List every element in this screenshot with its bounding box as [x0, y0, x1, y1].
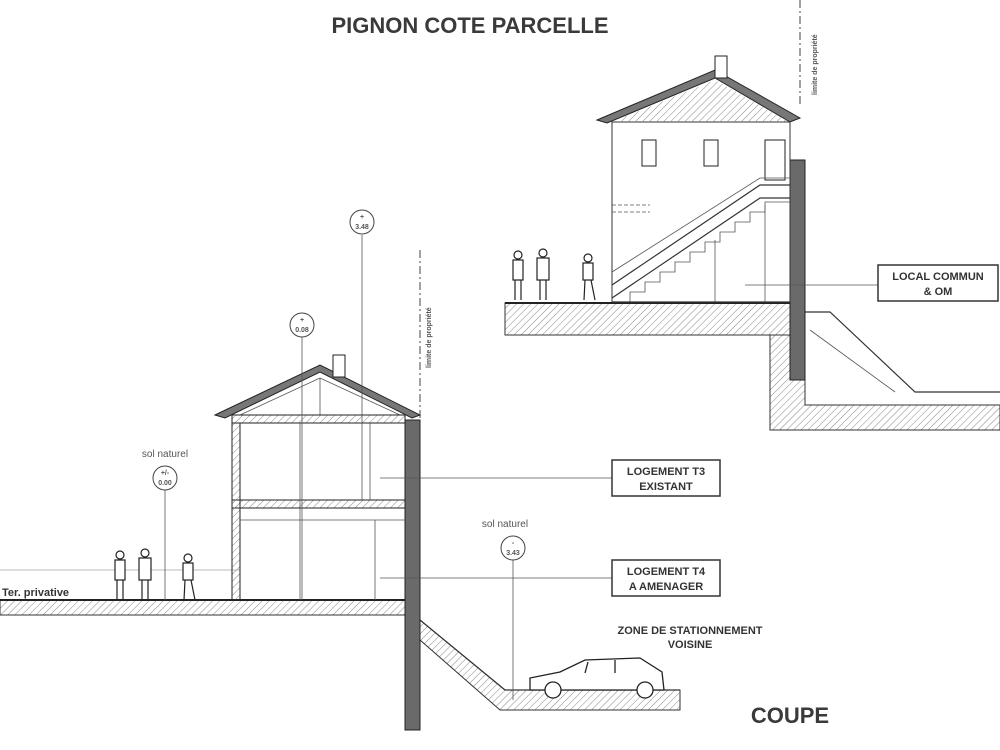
- level-marker-minus-3.43: sol naturel - 3.43: [482, 519, 528, 700]
- level-marker-0.08: + 0.08: [289, 312, 315, 600]
- people-upper: [512, 248, 596, 301]
- retaining-wall-lower: [404, 419, 421, 731]
- upper-ground: [504, 302, 1000, 431]
- retaining-wall-upper: [789, 159, 806, 381]
- svg-text:sol naturel: sol naturel: [142, 449, 188, 460]
- property-limit-label-upper: limite de propriété: [812, 34, 819, 95]
- svg-text:3.43: 3.43: [506, 550, 520, 557]
- car-icon: [529, 657, 665, 699]
- svg-text:-: -: [512, 540, 515, 547]
- label-logement-t4: LOGEMENT T4 A AMENAGER: [380, 559, 721, 597]
- property-limit-label-lower: limite de propriété: [426, 307, 433, 368]
- svg-text:+: +: [360, 214, 364, 221]
- drawing-title: PIGNON COTE PARCELLE: [331, 13, 608, 38]
- lower-house: [213, 354, 422, 601]
- svg-text:0.00: 0.00: [158, 480, 172, 487]
- svg-text:LOGEMENT T3: LOGEMENT T3: [627, 466, 705, 478]
- svg-text:LOGEMENT T4: LOGEMENT T4: [627, 566, 706, 578]
- terrace-label: Ter. privative: [2, 587, 69, 599]
- level-marker-0.00: sol naturel +/- 0.00: [142, 449, 188, 600]
- level-marker-3.48: + 3.48: [349, 209, 375, 500]
- lower-ground: [0, 569, 681, 711]
- label-logement-t3: LOGEMENT T3 EXISTANT: [380, 459, 721, 497]
- parking-zone-label-2: VOISINE: [668, 639, 713, 651]
- svg-text:+/-: +/-: [161, 470, 170, 477]
- drawing-subtitle: COUPE: [751, 703, 829, 728]
- upper-house: [595, 55, 802, 303]
- svg-text:& OM: & OM: [924, 286, 953, 298]
- svg-text:0.08: 0.08: [295, 327, 309, 334]
- people-lower: [114, 548, 196, 601]
- svg-text:3.48: 3.48: [355, 224, 369, 231]
- svg-text:sol naturel: sol naturel: [482, 519, 528, 530]
- svg-text:LOCAL COMMUN: LOCAL COMMUN: [892, 271, 984, 283]
- parking-zone-label: ZONE DE STATIONNEMENT: [617, 625, 762, 637]
- svg-text:EXISTANT: EXISTANT: [639, 481, 693, 493]
- label-local-commun: LOCAL COMMUN & OM: [745, 264, 999, 302]
- svg-text:+: +: [300, 317, 304, 324]
- svg-text:A AMENAGER: A AMENAGER: [629, 581, 703, 593]
